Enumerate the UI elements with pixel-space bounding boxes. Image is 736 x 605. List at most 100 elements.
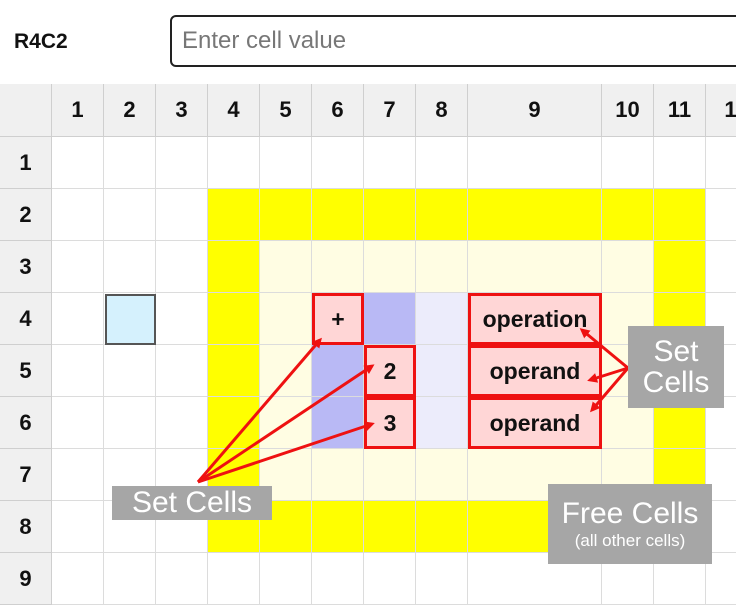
column-header[interactable]: 7: [364, 84, 416, 137]
grid-cell[interactable]: [52, 449, 104, 501]
grid-cell[interactable]: [364, 241, 416, 293]
set-cell[interactable]: operand: [468, 397, 602, 449]
column-header[interactable]: 1: [706, 84, 736, 137]
grid-cell[interactable]: [260, 553, 312, 605]
column-header[interactable]: 2: [104, 84, 156, 137]
grid-cell[interactable]: [208, 397, 260, 449]
grid-cell[interactable]: [52, 553, 104, 605]
row-header[interactable]: 5: [0, 345, 52, 397]
grid-cell[interactable]: [706, 241, 736, 293]
column-header[interactable]: 1: [52, 84, 104, 137]
row-header[interactable]: 6: [0, 397, 52, 449]
grid-cell[interactable]: [156, 137, 208, 189]
column-header[interactable]: 5: [260, 84, 312, 137]
grid-cell[interactable]: [260, 241, 312, 293]
cell-value-input[interactable]: [170, 15, 736, 67]
row-header[interactable]: 1: [0, 137, 52, 189]
set-cell[interactable]: 3: [364, 397, 416, 449]
grid-cell[interactable]: [52, 137, 104, 189]
grid-cell[interactable]: [312, 449, 364, 501]
grid-cell[interactable]: [104, 345, 156, 397]
grid-cell[interactable]: [104, 397, 156, 449]
grid-cell[interactable]: [468, 137, 602, 189]
column-header[interactable]: 3: [156, 84, 208, 137]
grid-cell[interactable]: [52, 189, 104, 241]
grid-cell[interactable]: [416, 449, 468, 501]
grid-cell[interactable]: [416, 137, 468, 189]
set-cell[interactable]: operand: [468, 345, 602, 397]
grid-cell[interactable]: [468, 449, 602, 501]
grid-cell[interactable]: [312, 137, 364, 189]
grid-cell[interactable]: [706, 189, 736, 241]
grid-cell[interactable]: [52, 241, 104, 293]
grid-cell[interactable]: [364, 137, 416, 189]
set-cell[interactable]: +: [312, 293, 364, 345]
grid-cell[interactable]: [312, 553, 364, 605]
row-header[interactable]: 8: [0, 501, 52, 553]
grid-cell[interactable]: [104, 553, 156, 605]
grid-cell[interactable]: [156, 397, 208, 449]
grid-cell[interactable]: [654, 137, 706, 189]
grid-cell[interactable]: [602, 189, 654, 241]
grid-cell[interactable]: [364, 501, 416, 553]
row-header[interactable]: 7: [0, 449, 52, 501]
column-header[interactable]: 6: [312, 84, 364, 137]
grid-cell[interactable]: [208, 345, 260, 397]
grid-cell[interactable]: [416, 345, 468, 397]
row-header[interactable]: 3: [0, 241, 52, 293]
grid-cell[interactable]: [208, 189, 260, 241]
grid-cell[interactable]: [416, 189, 468, 241]
grid-cell[interactable]: [208, 241, 260, 293]
column-header[interactable]: 8: [416, 84, 468, 137]
set-cell[interactable]: 2: [364, 345, 416, 397]
row-header[interactable]: 2: [0, 189, 52, 241]
column-header[interactable]: 10: [602, 84, 654, 137]
grid-cell[interactable]: [312, 501, 364, 553]
grid-cell[interactable]: [260, 189, 312, 241]
grid-cell[interactable]: [260, 397, 312, 449]
grid-cell[interactable]: [104, 137, 156, 189]
grid-cell[interactable]: [52, 345, 104, 397]
grid-cell[interactable]: [416, 501, 468, 553]
grid-cell[interactable]: [208, 553, 260, 605]
row-header[interactable]: 4: [0, 293, 52, 345]
grid-cell[interactable]: [156, 293, 208, 345]
grid-cell[interactable]: [416, 397, 468, 449]
grid-cell[interactable]: [416, 293, 468, 345]
column-header[interactable]: 4: [208, 84, 260, 137]
grid-cell[interactable]: [156, 345, 208, 397]
grid-cell[interactable]: [260, 137, 312, 189]
grid-cell[interactable]: [602, 137, 654, 189]
grid-cell[interactable]: [208, 293, 260, 345]
grid-cell[interactable]: [602, 241, 654, 293]
grid-cell[interactable]: [156, 241, 208, 293]
grid-cell[interactable]: [260, 345, 312, 397]
grid-cell[interactable]: [416, 553, 468, 605]
grid-cell[interactable]: [364, 189, 416, 241]
grid-cell[interactable]: [52, 397, 104, 449]
grid-cell[interactable]: [208, 137, 260, 189]
grid-cell[interactable]: [654, 241, 706, 293]
grid-cell[interactable]: [654, 189, 706, 241]
grid-cell[interactable]: [104, 189, 156, 241]
grid-cell[interactable]: [156, 189, 208, 241]
grid-cell[interactable]: [468, 241, 602, 293]
grid-cell[interactable]: [312, 189, 364, 241]
selected-cell[interactable]: [105, 294, 156, 345]
grid-cell[interactable]: [706, 137, 736, 189]
column-header[interactable]: 11: [654, 84, 706, 137]
grid-cell[interactable]: [312, 397, 364, 449]
column-header[interactable]: 9: [468, 84, 602, 137]
row-header[interactable]: 9: [0, 553, 52, 605]
grid-cell[interactable]: [52, 293, 104, 345]
grid-cell[interactable]: [104, 241, 156, 293]
grid-cell[interactable]: [260, 293, 312, 345]
grid-cell[interactable]: [416, 241, 468, 293]
grid-cell[interactable]: [364, 553, 416, 605]
grid-cell[interactable]: [52, 501, 104, 553]
grid-cell[interactable]: [312, 241, 364, 293]
grid-cell[interactable]: [364, 293, 416, 345]
grid-cell[interactable]: [468, 189, 602, 241]
grid-cell[interactable]: [312, 345, 364, 397]
grid-cell[interactable]: [156, 553, 208, 605]
